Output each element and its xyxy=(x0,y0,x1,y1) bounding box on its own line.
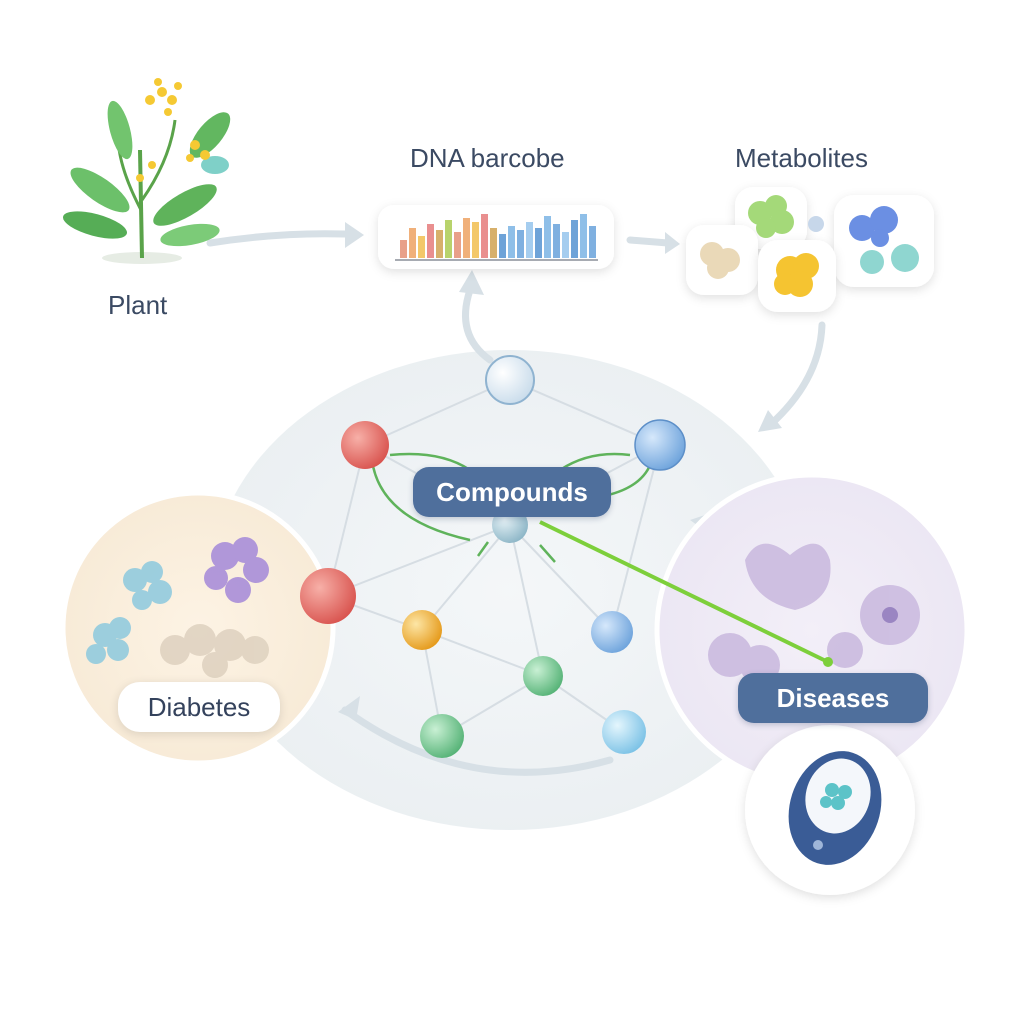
barcode-bar xyxy=(409,228,416,258)
metabolites-label: Metabolites xyxy=(735,143,868,173)
barcode-bar xyxy=(445,220,452,258)
barcode-bar xyxy=(526,222,533,258)
barcode-bar xyxy=(535,228,542,258)
barcode-bar xyxy=(472,222,479,258)
node-red-left xyxy=(300,568,356,624)
barcode-bar xyxy=(418,236,425,258)
barcode-bar xyxy=(508,226,515,258)
plant-icon xyxy=(62,78,231,264)
node-top xyxy=(485,355,535,405)
barcode-bar xyxy=(499,234,506,258)
barcode-bar xyxy=(544,216,551,258)
barcode-bar xyxy=(481,214,488,258)
barcode-bar xyxy=(490,228,497,258)
diseases-pill: Diseases xyxy=(738,673,928,723)
diabetes-pill: Diabetes xyxy=(118,682,280,732)
barcode-bar xyxy=(571,220,578,258)
barcode-bar xyxy=(400,240,407,258)
node-green-center xyxy=(523,656,563,696)
barcode-bar xyxy=(436,230,443,258)
flow-arrows xyxy=(206,230,826,776)
barcode-bar xyxy=(463,218,470,258)
compounds-pill: Compounds xyxy=(413,467,611,517)
link-endpoint xyxy=(823,657,833,667)
node-blue-top xyxy=(634,419,686,471)
glucose-meter-icon xyxy=(745,725,915,895)
barcode-bar xyxy=(589,226,596,258)
dna-barcode-label: DNA barcobe xyxy=(410,143,565,173)
metabolite-molecules-icon xyxy=(686,187,934,312)
barcode-bar xyxy=(553,224,560,258)
arrow-barcode-to-metabolites xyxy=(626,236,672,247)
plant-label: Plant xyxy=(108,290,168,320)
node-blue-right xyxy=(591,611,633,653)
arrow-plant-to-barcode xyxy=(206,230,349,247)
barcode-bar xyxy=(517,230,524,258)
node-cyan-bottom xyxy=(602,710,646,754)
node-green-bottom xyxy=(420,714,464,758)
compounds-to-diseases-link xyxy=(539,520,829,664)
barcode-bar xyxy=(427,224,434,258)
arrow-up-to-barcode xyxy=(462,286,494,364)
arrow-metabolites-down xyxy=(766,321,826,429)
barcode-bar xyxy=(580,214,587,258)
node-orange xyxy=(402,610,442,650)
node-red-top xyxy=(341,421,389,469)
arrow-return-left xyxy=(341,706,614,776)
barcode-bar xyxy=(454,232,461,258)
barcode-bars xyxy=(400,214,596,258)
barcode-bar xyxy=(562,232,569,258)
